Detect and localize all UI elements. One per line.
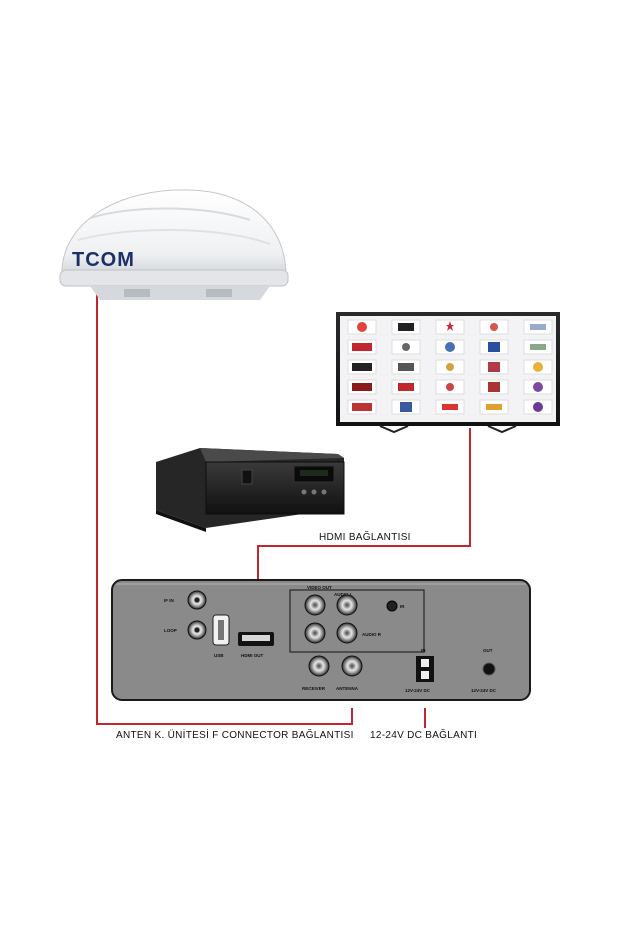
tv: [336, 312, 560, 434]
dc-connection-label: 12-24V DC BAĞLANTI: [370, 728, 477, 741]
audio-r-label: AUDIO R: [362, 632, 382, 637]
antenna-cable: [96, 292, 353, 725]
power-out-label: OUT: [483, 648, 493, 653]
tv-channel-grid: [347, 319, 553, 415]
antenna-brand-text: TCOM: [72, 249, 135, 271]
ir-label: IR: [400, 604, 405, 609]
power-in-spec: 12V-24V DC: [405, 688, 431, 693]
power-in-port: [416, 656, 434, 682]
antenna-dome: TCOM: [59, 189, 289, 300]
if-in-label: IF IN: [164, 598, 174, 603]
hdmi-out-label: HDMI OUT: [241, 653, 263, 658]
audio-r-jack: [336, 622, 358, 644]
loop-label: LOOP: [164, 628, 177, 633]
power-in-label: IN: [421, 648, 426, 653]
receiver-label: RECEIVER: [302, 686, 326, 691]
video-out-jack: [304, 594, 326, 616]
usb-label: USB: [214, 653, 224, 658]
audio-jack-3: [304, 622, 326, 644]
f-connector-label: ANTEN K. ÜNİTESİ F CONNECTOR BAĞLANTISI: [116, 728, 354, 741]
hdmi-connection-label: HDMI BAĞLANTISI: [319, 530, 411, 543]
power-out-spec: 12V-24V DC: [471, 688, 497, 693]
antenna-label: ANTENNA: [336, 686, 359, 691]
receiver-box: [156, 448, 345, 532]
antenna-port: [341, 655, 363, 677]
receiver-port: [308, 655, 330, 677]
audio-l-jack: [336, 594, 358, 616]
receiver-back-panel: IF IN LOOP USB HDMI OUT VIDEO OUT AUDIO …: [111, 579, 531, 701]
power-out-port: [482, 662, 496, 676]
ir-port: [386, 600, 398, 612]
video-out-label: VIDEO OUT: [307, 585, 332, 590]
audio-l-label: AUDIO L: [334, 592, 353, 597]
